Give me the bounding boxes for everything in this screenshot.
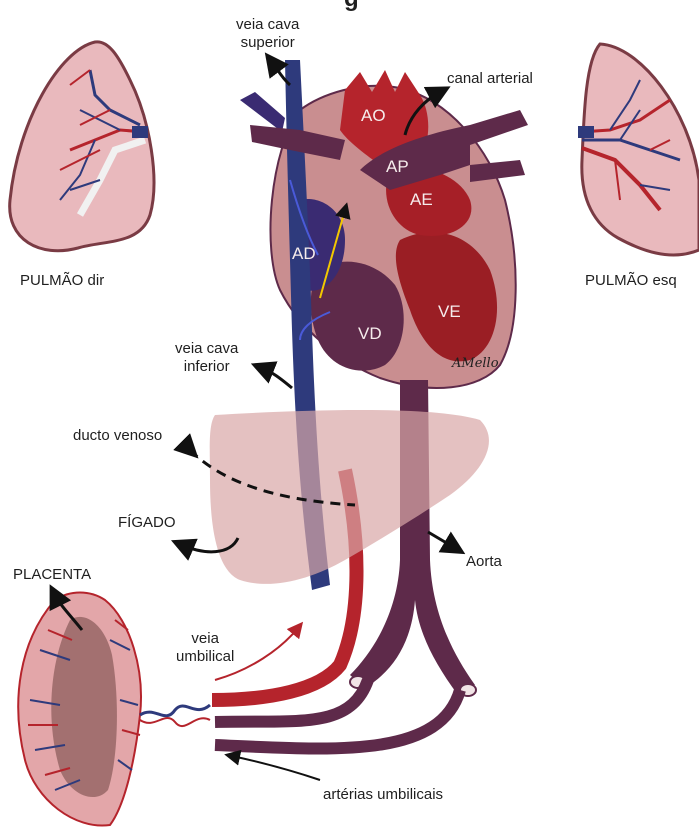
label-right-lung: PULMÃO dir: [20, 272, 104, 290]
heart-label-ae: AE: [410, 190, 433, 210]
placenta: [18, 593, 210, 826]
umbilical-arteries: [215, 680, 460, 749]
label-inferior-vena-cava: veia cava inferior: [175, 340, 238, 376]
label-liver: FÍGADO: [118, 514, 176, 532]
label-aorta: Aorta: [466, 553, 502, 571]
heart-label-ao: AO: [361, 106, 386, 126]
label-umbilical-vein: veia umbilical: [176, 630, 234, 666]
label-inferior-vena-cava-line2: inferior: [175, 358, 238, 376]
heart-label-ap: AP: [386, 157, 409, 177]
label-ductus-venosus: ducto venoso: [73, 427, 162, 445]
label-superior-vena-cava: veia cava superior: [236, 16, 299, 52]
signature: AMello: [452, 355, 499, 373]
title-fragment: g: [344, 0, 359, 8]
label-umbilical-vein-line2: umbilical: [176, 648, 234, 666]
brachiocephalic-vein: [240, 92, 285, 132]
label-left-lung: PULMÃO esq: [585, 272, 677, 290]
heart-label-ve: VE: [438, 302, 461, 322]
left-lung: [578, 44, 699, 255]
label-superior-vena-cava-line2: superior: [236, 34, 299, 52]
label-superior-vena-cava-line1: veia cava: [236, 16, 299, 34]
label-ductus-arteriosus: canal arterial: [447, 70, 533, 88]
heart-label-ad: AD: [292, 244, 316, 264]
right-lung: [10, 42, 154, 251]
label-umbilical-vein-line1: veia: [176, 630, 234, 648]
label-umbilical-arteries: artérias umbilicais: [323, 786, 443, 804]
label-placenta: PLACENTA: [13, 566, 91, 584]
label-inferior-vena-cava-line1: veia cava: [175, 340, 238, 358]
heart-label-vd: VD: [358, 324, 382, 344]
